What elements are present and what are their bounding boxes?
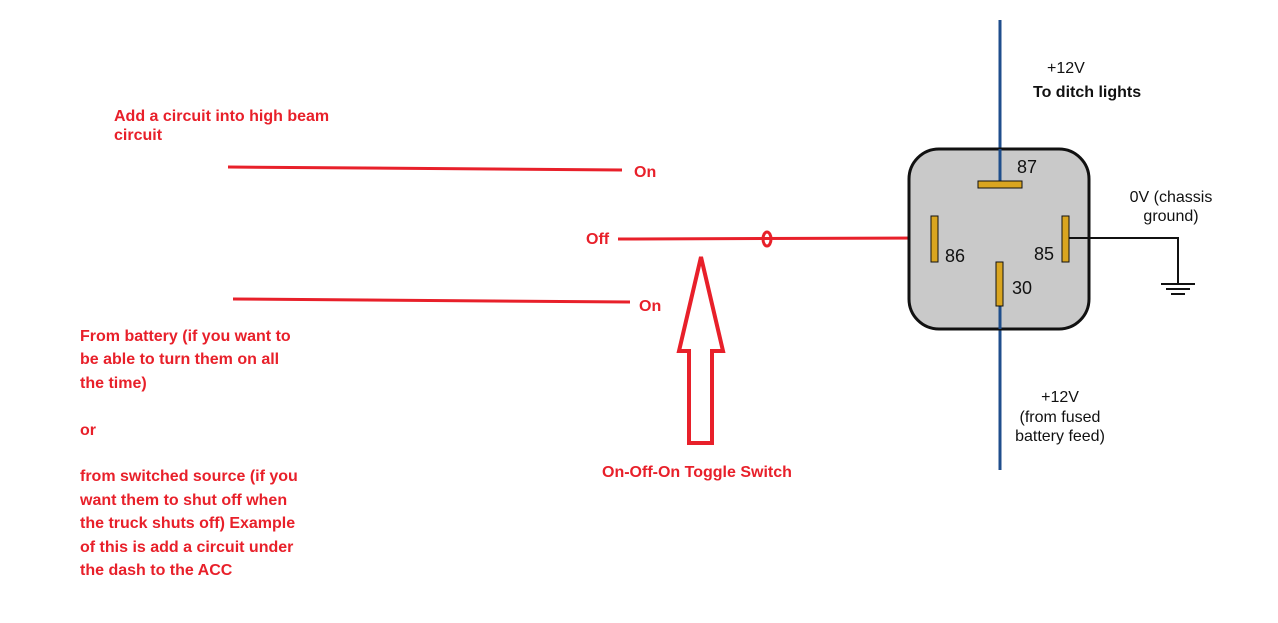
battery-line-9: the truck shuts off) Example (80, 515, 296, 533)
battery-line-4 (80, 395, 298, 418)
battery-line-5: or (80, 421, 96, 439)
battery-wire (232, 297, 631, 304)
pin-86 (930, 215, 939, 263)
battery-line-7: from switched source (if you (80, 468, 298, 486)
toggle-switch-label: On-Off-On Toggle Switch (602, 464, 792, 481)
switch-middle-label: Off (586, 231, 610, 248)
high-beam-annotation: Add a circuit into high beam circuit (114, 107, 329, 145)
toggle-arrow (676, 256, 726, 445)
pin-85 (1061, 215, 1070, 263)
top-voltage-label: +12V (1047, 60, 1085, 77)
feed-line-1: +12V (1041, 389, 1079, 406)
pin-30 (995, 261, 1004, 307)
switch-bottom-label: On (639, 298, 662, 315)
high-beam-line-2: circuit (114, 127, 163, 145)
ground-wire (1069, 237, 1179, 283)
ditch-lights-label: To ditch lights (1033, 84, 1142, 101)
pin-87 (977, 180, 1023, 189)
switch-common-wire (617, 236, 931, 241)
pin-87-label: 87 (1017, 157, 1038, 177)
battery-line-10: of this is add a circuit under (80, 538, 294, 556)
high-beam-wire (227, 165, 623, 172)
high-beam-line-1: Add a circuit into high beam (114, 108, 330, 125)
battery-line-3: the time) (80, 374, 147, 392)
battery-line-1: From battery (if you want to (80, 328, 291, 345)
battery-line-8: want them to shut off when (80, 491, 288, 509)
switch-top-label: On (634, 164, 657, 181)
wire-splice (761, 230, 773, 248)
feed-line-2: (from fused (1019, 408, 1101, 426)
ground-line-2: ground) (1143, 208, 1199, 226)
pin-85-label: 85 (1034, 244, 1055, 264)
battery-annotation: From battery (if you want to be able to … (80, 325, 298, 582)
ground-line-1: 0V (chassis (1129, 189, 1213, 206)
battery-line-2: be able to turn them on all (80, 351, 280, 369)
pin-30-label: 30 (1012, 278, 1033, 298)
pin-86-label: 86 (945, 246, 966, 266)
battery-line-6 (80, 442, 298, 465)
chassis-ground-label: 0V (chassis ground) (1110, 188, 1232, 226)
battery-line-11: the dash to the ACC (80, 562, 233, 580)
feed-line-3: battery feed) (1015, 428, 1105, 445)
battery-feed-label: +12V (from fused battery feed) (1000, 388, 1120, 447)
